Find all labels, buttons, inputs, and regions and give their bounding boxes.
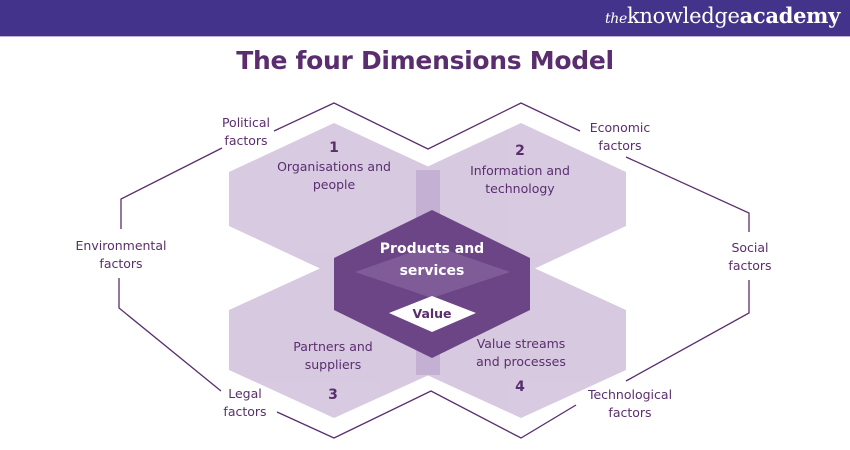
brand-academy: academy	[739, 3, 841, 28]
factor-social-line2: factors	[728, 258, 772, 273]
factor-environmental-line2: factors	[99, 256, 143, 271]
factor-technological: Technological factors	[575, 386, 685, 422]
dimension-2-line2: technology	[485, 181, 555, 196]
factor-legal-line1: Legal	[228, 386, 262, 401]
center-label: Products and services	[352, 238, 512, 282]
dimension-3-label: Partners and suppliers	[253, 338, 413, 374]
dimension-1-label: Organisations and people	[254, 158, 414, 194]
outline-top-left	[120, 147, 223, 229]
center-line2: services	[399, 263, 465, 279]
dimension-3-line2: suppliers	[304, 357, 362, 372]
dimension-4-label: Value streams and processes	[441, 335, 601, 371]
brand-logo: theknowledgeacademy	[605, 3, 840, 28]
dimension-2-line1: Information and	[470, 163, 570, 178]
header-bar: theknowledgeacademy	[0, 0, 850, 37]
factor-economic-line1: Economic	[589, 120, 651, 135]
center-line1: Products and	[379, 241, 485, 257]
value-diamond	[389, 296, 476, 332]
dimension-1-line1: Organisations and	[277, 159, 391, 174]
dimension-1-line2: people	[312, 177, 356, 192]
dimension-2-number: 2	[515, 143, 525, 159]
center-inner-diamond	[355, 245, 510, 298]
outline-top-right	[625, 156, 750, 232]
factor-environmental: Environmental factors	[66, 237, 176, 273]
dimension-4-number: 4	[515, 379, 525, 395]
dimension-2-label: Information and technology	[440, 162, 600, 198]
factor-economic-line2: factors	[598, 138, 642, 153]
factor-technological-line1: Technological	[587, 387, 673, 402]
factor-political: Political factors	[206, 114, 286, 150]
dimension-1-number: 1	[329, 140, 339, 156]
factor-legal-line2: factors	[223, 404, 267, 419]
value-label: Value	[412, 306, 452, 321]
dimension-3-line1: Partners and	[293, 339, 373, 354]
factor-social-line1: Social	[731, 240, 769, 255]
diagram-title: The four Dimensions Model	[236, 46, 614, 75]
outline-bottom-right	[625, 280, 750, 382]
factor-political-line2: factors	[224, 133, 268, 148]
factor-legal: Legal factors	[210, 385, 280, 421]
brand-knowledge: knowledge	[626, 4, 740, 28]
factor-technological-line2: factors	[608, 405, 652, 420]
factor-economic: Economic factors	[575, 119, 665, 155]
brand-the: the	[604, 11, 627, 27]
dimension-3-number: 3	[328, 387, 338, 403]
outline-bottom	[276, 390, 577, 439]
factor-political-line1: Political	[221, 115, 271, 130]
factor-environmental-line1: Environmental	[75, 238, 167, 253]
dimension-4-line2: and processes	[476, 354, 566, 369]
external-factors-outline	[118, 102, 750, 439]
dimension-4-line1: Value streams	[476, 336, 566, 351]
outline-top	[273, 102, 581, 150]
outline-bottom-left	[118, 278, 222, 392]
factor-social: Social factors	[710, 239, 790, 275]
